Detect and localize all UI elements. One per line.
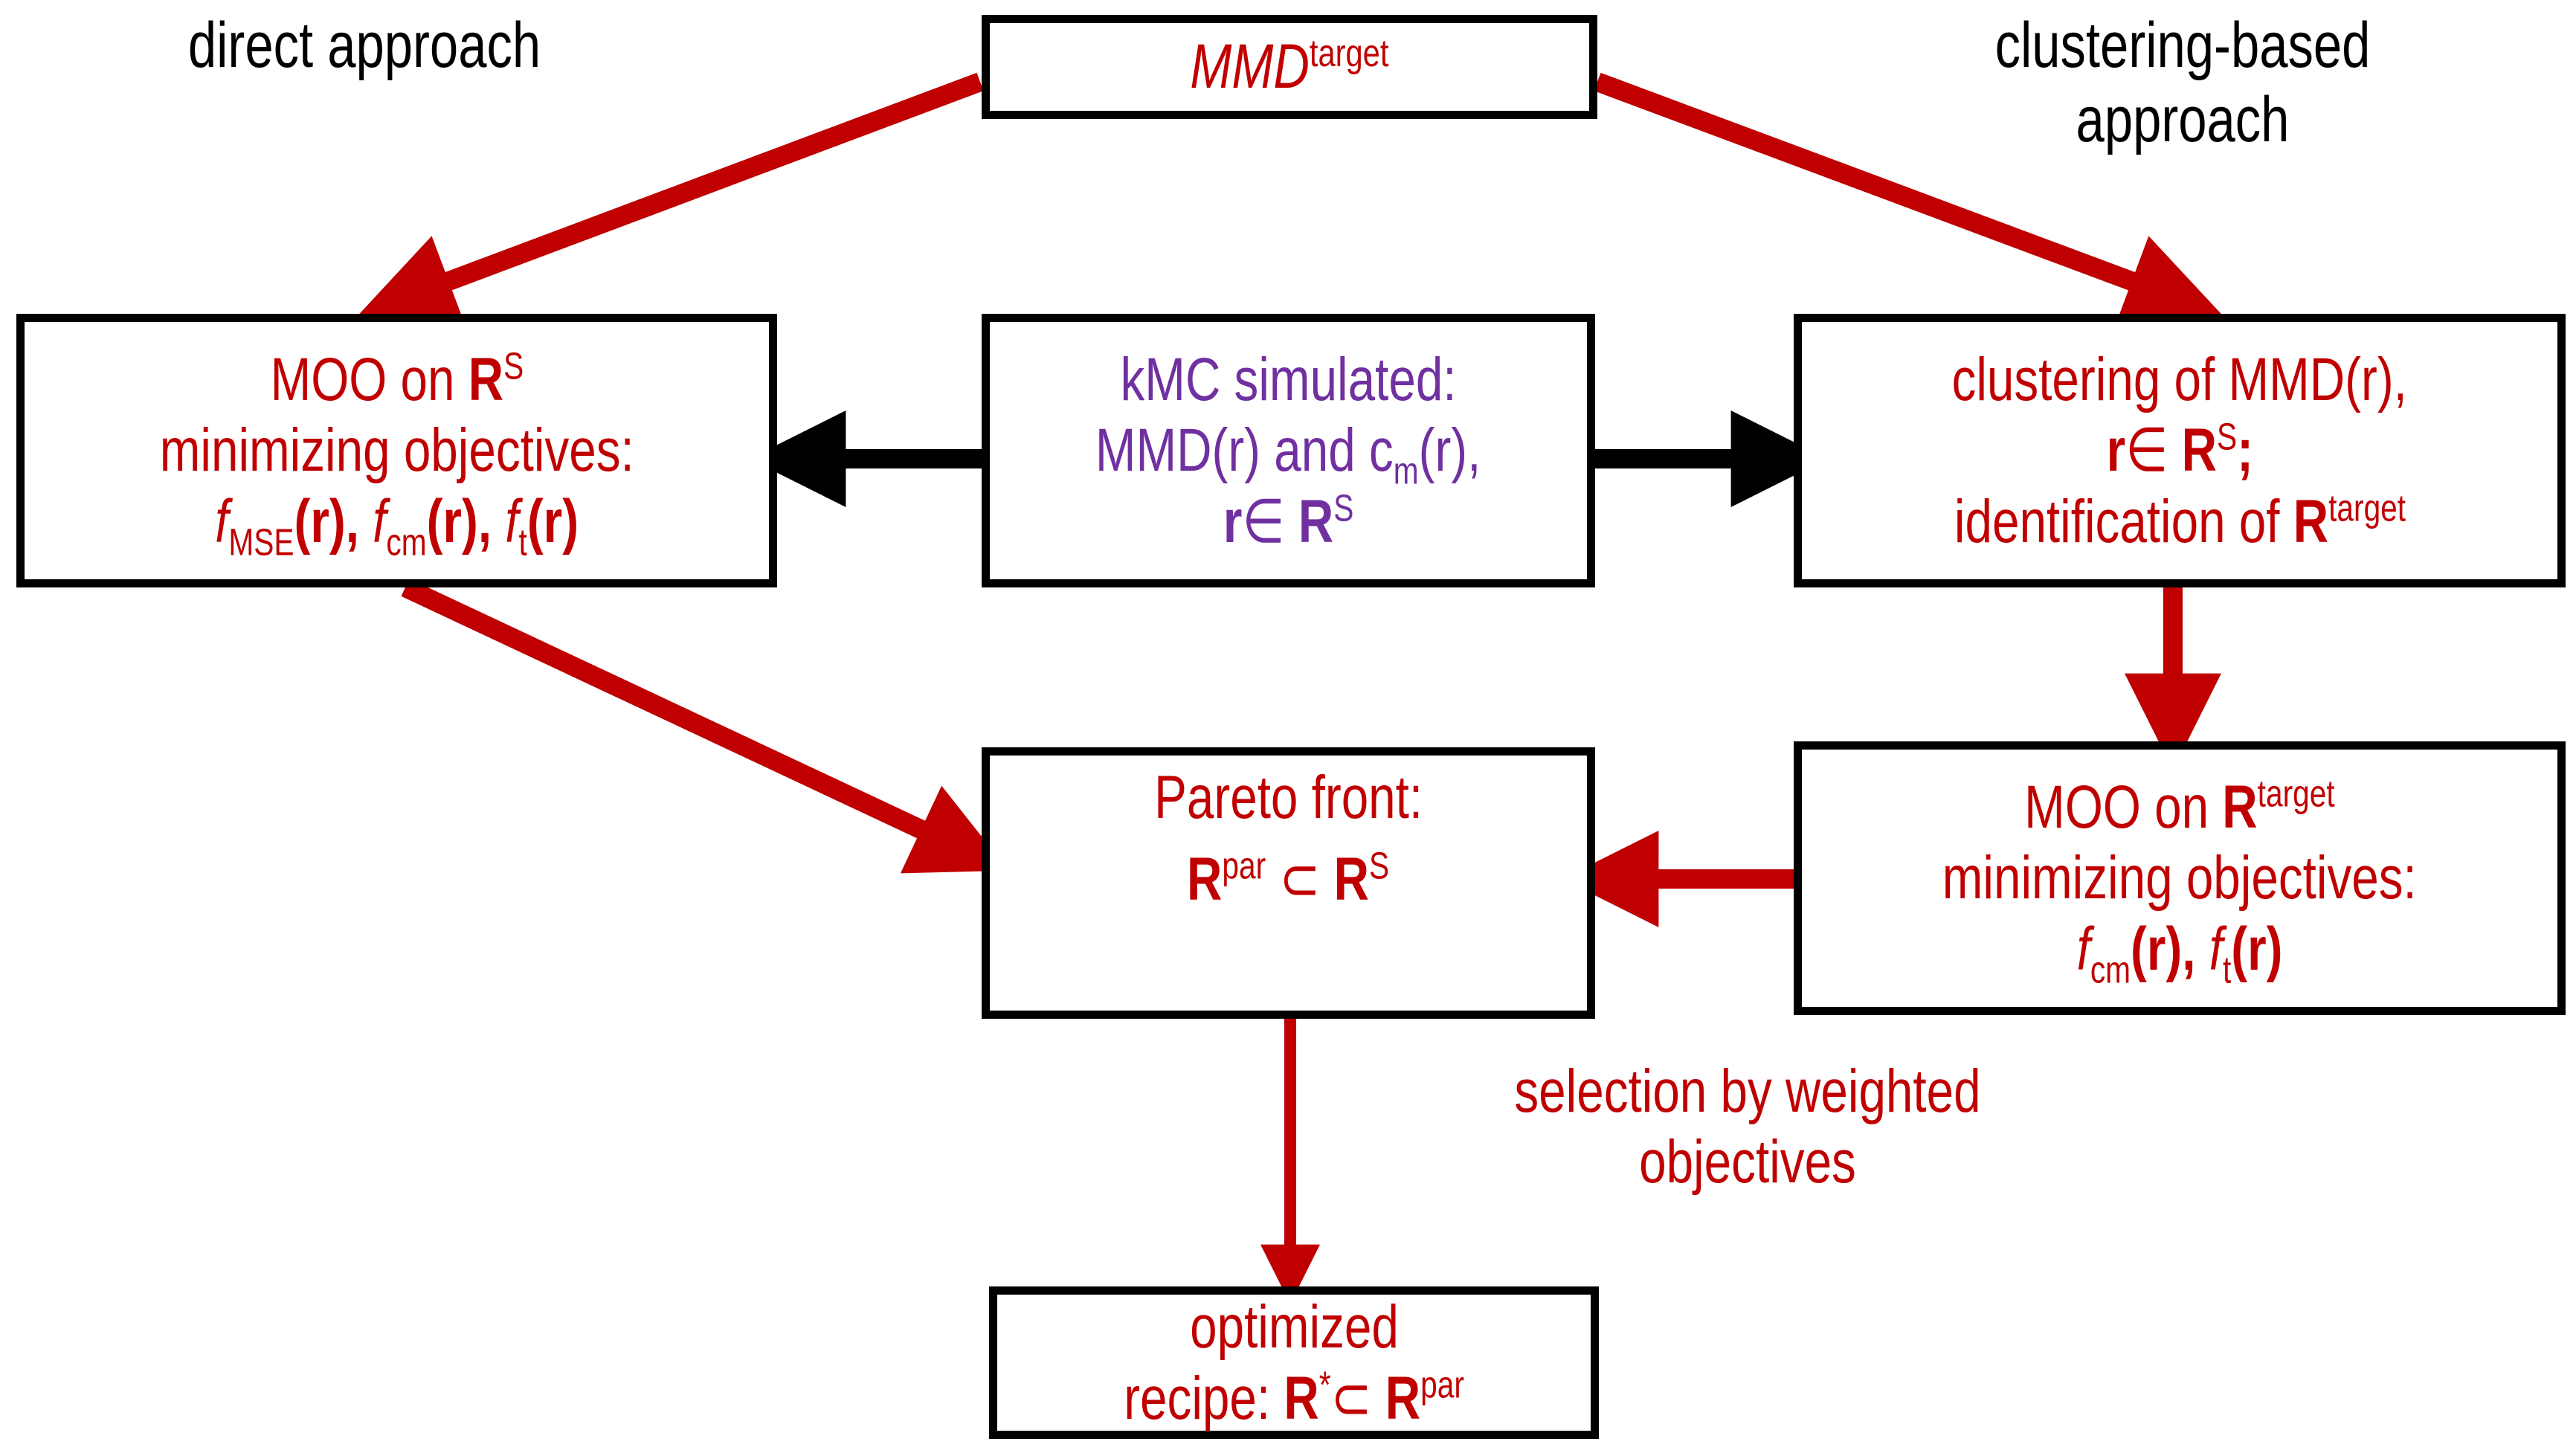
moo-target-line2: minimizing objectives:: [1942, 844, 2417, 912]
kmc-line3-R: R: [1298, 487, 1334, 555]
recipe-line2: recipe: R*⊂ Rpar: [1124, 1363, 1464, 1434]
label-direct-approach: direct approach: [67, 9, 662, 83]
moo-rs-line1-sup: S: [503, 345, 524, 387]
moo-target-f-cm: f: [2076, 915, 2090, 983]
clustering-line2-sup: S: [2216, 416, 2237, 459]
moo-rs-f-mse-arg: (r),: [294, 487, 373, 555]
kmc-line2: MMD(r) and cm(r),: [1095, 415, 1481, 489]
moo-rs-f-t: f: [505, 487, 519, 555]
mmd-target-superscript: target: [1309, 32, 1389, 76]
moo-rs-line1-prefix: MOO on: [270, 346, 468, 414]
pareto-rs-sup: S: [1369, 844, 1390, 887]
pareto-rpar: R: [1187, 845, 1223, 913]
selection-line1: selection by weighted: [1514, 1057, 1981, 1125]
recipe-subset-symbol: ⊂: [1330, 1364, 1385, 1432]
selection-line2: objectives: [1639, 1128, 1856, 1196]
moo-rs-line3: fMSE(r), fcm(r), ft(r): [215, 486, 579, 561]
kmc-line3: r∈ RS: [1223, 486, 1353, 557]
clustering-line3: identification of Rtarget: [1954, 486, 2405, 557]
clustering-line2: r∈ RS;: [2106, 415, 2253, 486]
box-optimized-recipe[interactable]: optimized recipe: R*⊂ Rpar: [989, 1286, 1599, 1439]
moo-target-f-cm-arg: (r),: [2130, 915, 2209, 983]
kmc-line2-suffix: (r),: [1419, 416, 1481, 485]
pareto-rpar-sup: par: [1222, 844, 1266, 887]
pareto-line2: Rpar ⊂ RS: [1187, 844, 1389, 915]
arrow-mmd-to-moo-rs: [358, 72, 984, 326]
kmc-line3-r: r: [1223, 487, 1243, 555]
box-pareto-front[interactable]: Pareto front: Rpar ⊂ RS: [982, 747, 1595, 1019]
moo-rs-f-t-sub: t: [518, 520, 527, 563]
moo-rs-f-mse: f: [215, 487, 229, 555]
moo-target-prefix: MOO on: [2024, 773, 2223, 842]
clustering-line3-R: R: [2293, 487, 2328, 555]
clustering-line1: clustering of MMD(r),: [1951, 346, 2408, 414]
clustering-line3-sup: target: [2328, 486, 2406, 529]
recipe-rstar: R: [1284, 1364, 1319, 1432]
box-kmc-simulated[interactable]: kMC simulated: MMD(r) and cm(r), r∈ RS: [982, 314, 1595, 587]
mmd-target-text: MMDtarget: [1190, 30, 1388, 103]
recipe-line1: optimized: [1189, 1293, 1399, 1362]
moo-rs-f-cm-sub: cm: [386, 520, 427, 563]
clustering-line2-in: ∈: [2125, 416, 2182, 485]
box-moo-on-rtarget[interactable]: MOO on Rtarget minimizing objectives: fc…: [1794, 741, 2566, 1015]
moo-rs-line2: minimizing objectives:: [159, 416, 634, 485]
moo-rs-f-cm: f: [373, 487, 387, 555]
box-clustering-of-mmd[interactable]: clustering of MMD(r), r∈ RS; identificat…: [1794, 314, 2566, 587]
box-moo-on-rs[interactable]: MOO on RS minimizing objectives: fMSE(r)…: [16, 314, 777, 587]
clustering-approach-line2: approach: [2076, 83, 2290, 155]
moo-rs-f-t-arg: (r): [527, 487, 579, 555]
clustering-approach-line1: clustering-based: [1994, 10, 2371, 81]
kmc-line3-sup: S: [1333, 486, 1354, 529]
moo-target-f-t-sub: t: [2222, 947, 2232, 990]
recipe-rpar-sup: par: [1420, 1363, 1464, 1406]
mmd-target-main: MMD: [1190, 31, 1310, 102]
pareto-line1: Pareto front:: [1154, 764, 1423, 832]
moo-rs-f-cm-arg: (r),: [426, 487, 506, 555]
label-clustering-approach: clustering-based approach: [1807, 9, 2558, 158]
clustering-line3-prefix: identification of: [1954, 487, 2293, 555]
pareto-rs: R: [1334, 845, 1370, 913]
moo-target-f-t: f: [2209, 915, 2223, 983]
arrow-moo-rs-to-pareto: [401, 579, 1009, 874]
recipe-rpar: R: [1385, 1364, 1421, 1432]
moo-rs-line1-r: R: [468, 346, 503, 414]
pareto-subset-symbol: ⊂: [1266, 845, 1335, 913]
kmc-line2-sub: m: [1394, 449, 1420, 492]
moo-target-f-t-arg: (r): [2231, 915, 2283, 983]
clustering-line2-semicolon: ;: [2236, 416, 2253, 485]
moo-target-R: R: [2222, 773, 2258, 842]
moo-target-line3: fcm(r), ft(r): [2076, 914, 2283, 988]
kmc-line3-in: ∈: [1242, 487, 1298, 555]
direct-approach-text: direct approach: [187, 10, 541, 81]
moo-target-f-cm-sub: cm: [2090, 947, 2131, 990]
label-selection-by-weighted-objectives: selection by weighted objectives: [1376, 1056, 2119, 1197]
kmc-line2-prefix: MMD(r) and c: [1095, 416, 1394, 485]
recipe-prefix: recipe:: [1124, 1364, 1284, 1432]
clustering-line2-R: R: [2181, 416, 2217, 485]
recipe-star-sup: *: [1318, 1363, 1331, 1406]
box-mmd-target[interactable]: MMDtarget: [982, 15, 1597, 119]
moo-target-line1: MOO on Rtarget: [2024, 772, 2334, 843]
kmc-line1: kMC simulated:: [1120, 346, 1457, 414]
moo-rs-line1: MOO on RS: [270, 344, 524, 415]
moo-target-sup: target: [2257, 773, 2335, 815]
clustering-line2-r: r: [2106, 416, 2125, 485]
moo-rs-f-mse-sub: MSE: [228, 520, 294, 563]
